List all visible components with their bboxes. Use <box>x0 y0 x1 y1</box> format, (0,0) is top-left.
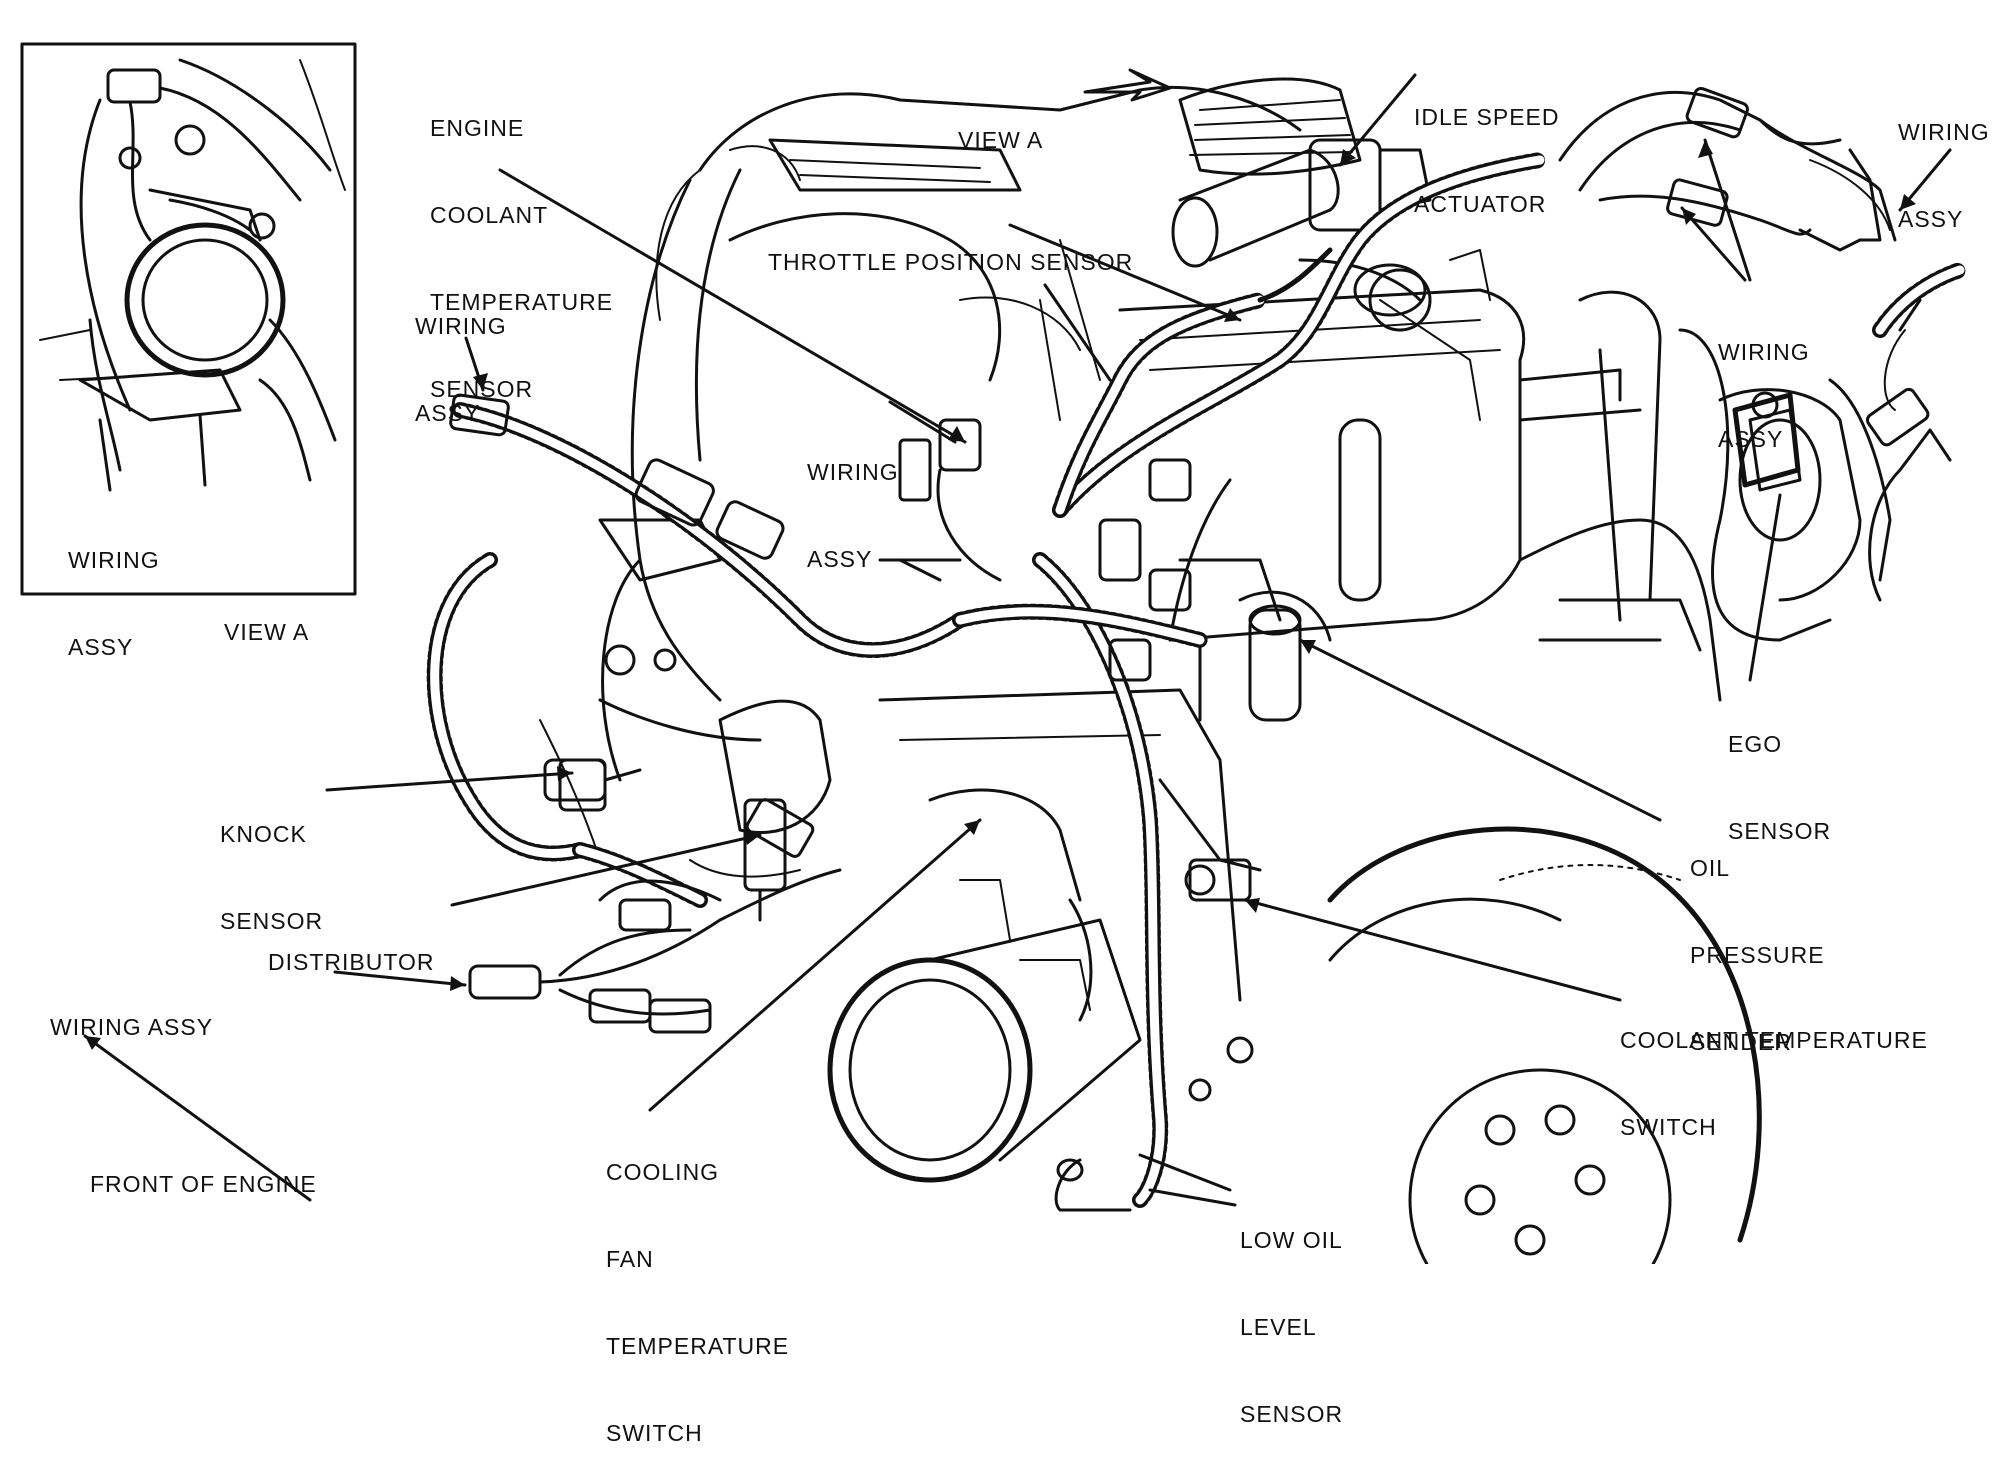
leader-lines <box>83 68 1952 1207</box>
label-distributor: DISTRIBUTOR <box>268 949 435 975</box>
label-wiring-assy-lower-left: WIRING ASSY <box>50 1014 214 1040</box>
wiring-harnesses <box>426 152 1548 1212</box>
label-wiring-assy-right: WIRING ASSY <box>1718 339 1810 452</box>
label-low-oil-level-sensor: LOW OIL LEVEL SENSOR <box>1240 1227 1344 1427</box>
label-oil-pressure-sender: OIL PRESSURE SENDER <box>1690 855 1825 1055</box>
engine-sensor-diagram <box>20 42 1968 1264</box>
label-wiring-assy-top-right: WIRING ASSY <box>1898 119 1990 232</box>
engine-body <box>539 77 1968 1264</box>
arrowhead-wiring-top-right <box>1900 194 1916 210</box>
label-coolant-temperature-switch: COOLANT TEMPERATURE SWITCH <box>1620 1027 1928 1140</box>
label-front-of-engine: FRONT OF ENGINE <box>90 1171 317 1197</box>
label-cooling-fan-temperature-switch: COOLING FAN TEMPERATURE SWITCH <box>606 1159 790 1446</box>
inset-label-wiring-assy: WIRING ASSY <box>68 547 160 660</box>
label-view-a-header: VIEW A <box>958 127 1044 153</box>
label-wiring-assy-center: WIRING ASSY <box>807 459 899 572</box>
label-throttle-position-sensor: THROTTLE POSITION SENSOR <box>768 249 1134 275</box>
inset-view-a <box>20 42 357 596</box>
label-engine-coolant-temperature-sensor: ENGINE COOLANT TEMPERATURE SENSOR <box>430 115 614 402</box>
label-knock-sensor: KNOCK SENSOR <box>220 821 324 934</box>
arrowhead-isa <box>1340 149 1356 165</box>
inset-caption-view-a: VIEW A <box>224 619 310 645</box>
arrowhead-tps <box>1224 308 1240 322</box>
label-idle-speed-actuator: IDLE SPEED ACTUATOR <box>1414 104 1560 217</box>
label-wiring-assy-left: WIRING ASSY <box>415 313 507 426</box>
label-ego-sensor: EGO SENSOR <box>1728 731 1832 844</box>
arrowhead-ect <box>948 426 965 442</box>
